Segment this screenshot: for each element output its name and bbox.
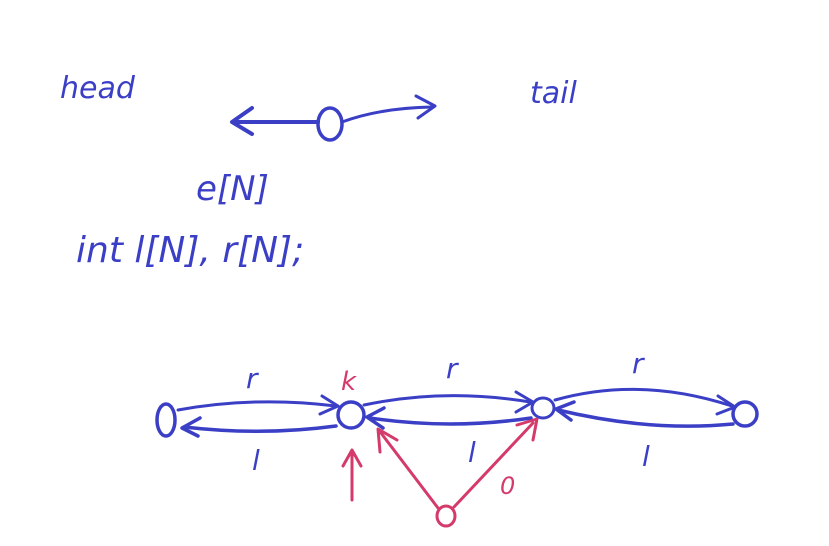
- new-node: [435, 504, 457, 528]
- new-to-next-edge: [452, 421, 535, 509]
- r-arrowhead-1: [318, 394, 340, 416]
- l-edge-1: [182, 424, 338, 434]
- new-to-k-edge: [379, 431, 440, 510]
- edge-label-r-1: r: [246, 362, 259, 395]
- node-3: [731, 400, 759, 428]
- l-edge-3: [556, 408, 735, 428]
- l-edge-2: [368, 416, 533, 426]
- right-arrowhead: [414, 94, 437, 120]
- l-arrowhead-2: [365, 406, 386, 430]
- new-to-next-arrowhead: [515, 417, 539, 442]
- pointer-arrowhead: [341, 448, 363, 468]
- edge-label-l-1: l: [252, 444, 260, 477]
- edge-label-l-2: l: [468, 436, 476, 469]
- insertion-annotation: k 0: [341, 367, 539, 528]
- linked-list: r r r l l l: [155, 347, 759, 477]
- array-e-label: e[N]: [196, 169, 269, 209]
- left-arrowhead: [230, 106, 254, 136]
- node-0: [155, 402, 177, 438]
- r-arrowhead-3: [715, 394, 737, 416]
- r-edge-1: [176, 400, 338, 412]
- l-arrowhead-3: [554, 400, 576, 422]
- declaration-label: int l[N], r[N];: [76, 230, 304, 271]
- new-edge-label: 0: [500, 472, 515, 500]
- node-k-label: k: [341, 367, 357, 397]
- node-2: [530, 396, 556, 420]
- top-node: [316, 106, 344, 142]
- edge-label-r-3: r: [632, 347, 645, 380]
- new-to-k-arrowhead: [376, 427, 399, 454]
- right-arrow: [340, 105, 434, 124]
- top-node-group: [230, 94, 437, 142]
- tail-label: tail: [530, 76, 577, 111]
- r-edge-2: [362, 394, 532, 407]
- edge-label-l-3: l: [642, 440, 650, 473]
- r-arrowhead-2: [514, 390, 535, 414]
- node-k: [336, 400, 366, 430]
- head-label: head: [60, 71, 136, 106]
- l-arrowhead-1: [180, 416, 202, 438]
- edge-label-r-2: r: [446, 352, 459, 385]
- r-edge-3: [553, 387, 734, 408]
